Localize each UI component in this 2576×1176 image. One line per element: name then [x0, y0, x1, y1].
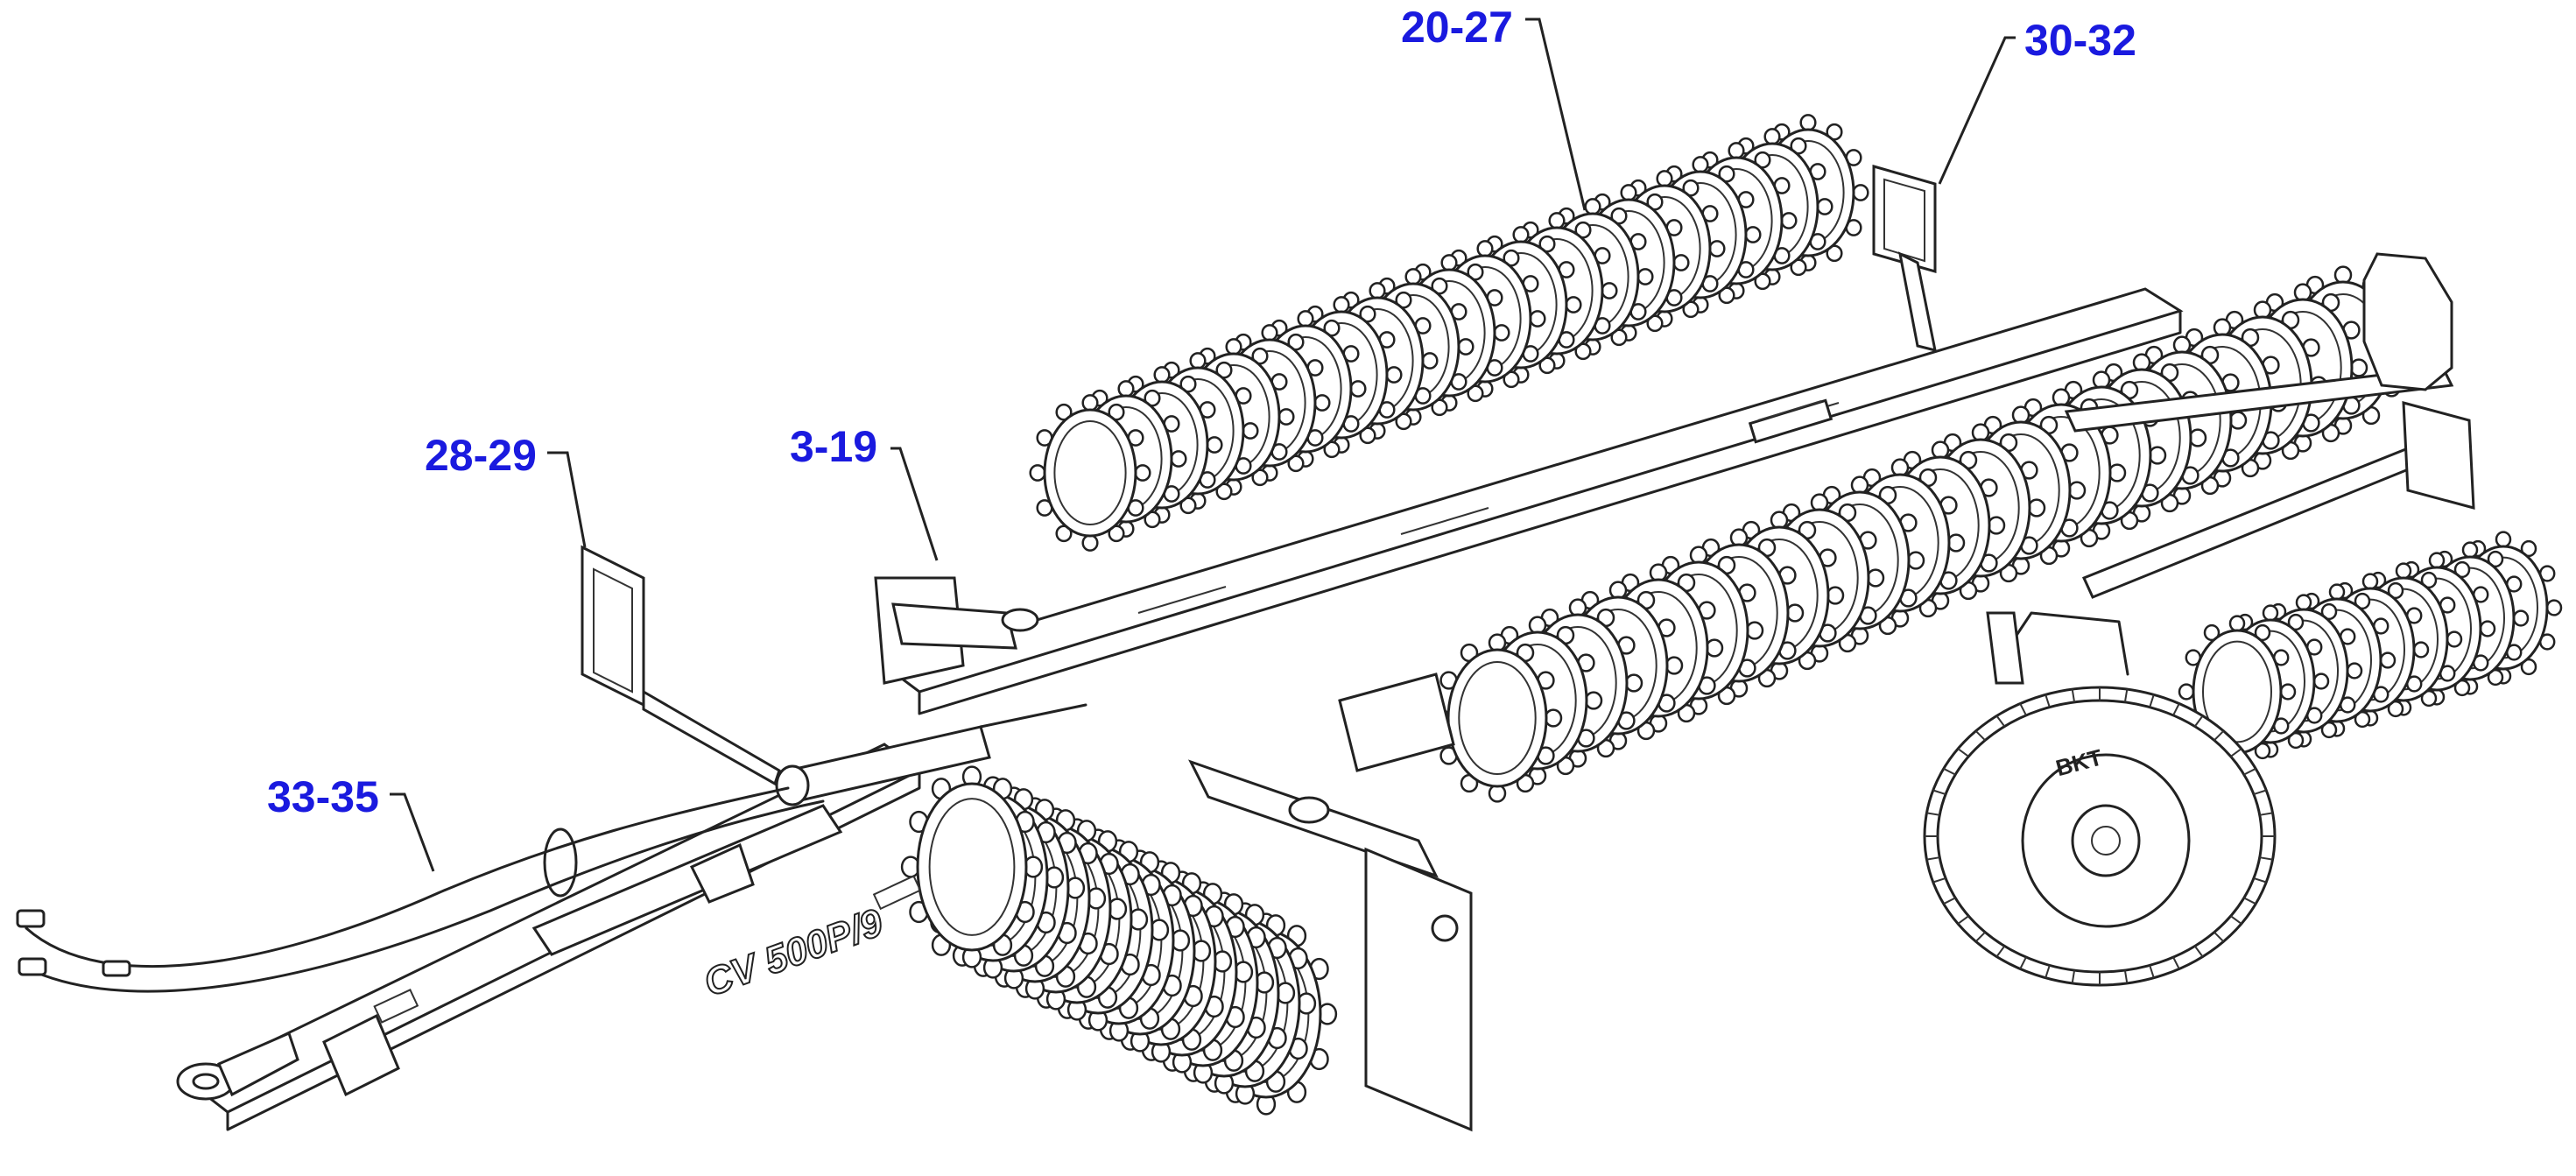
hydraulic-cylinder — [775, 703, 1087, 806]
callout-30-32: 30-32 — [2024, 16, 2136, 65]
tyre-lug — [2230, 748, 2242, 757]
leader-33-35 — [390, 792, 435, 872]
tyre-lug — [2172, 703, 2180, 716]
tyre-lug — [1957, 748, 1969, 757]
upper-rear-light-board — [1872, 165, 1937, 353]
rear-roller-assembly — [2178, 531, 2563, 769]
transport-wheel: BKT — [1923, 611, 2277, 987]
front-roller-assembly — [900, 765, 1338, 1116]
tyre-lug — [1932, 877, 1946, 884]
leader-30-32 — [1938, 36, 2016, 185]
roller-ring — [2178, 615, 2297, 769]
tyre-lug — [2214, 730, 2225, 742]
tyre-lug — [1974, 730, 1986, 742]
roller-ring — [1432, 633, 1563, 803]
tyre-lug — [1974, 931, 1986, 942]
tyre-lug — [1926, 812, 1940, 816]
leader-3-19 — [890, 447, 939, 561]
tyre-lug — [2149, 965, 2155, 979]
tyre-lug — [1932, 789, 1946, 796]
tyre-lug — [1995, 715, 2006, 728]
front-frame — [874, 576, 1473, 1132]
machine-drawing: BKT CV 500P/9 — [16, 114, 2563, 1132]
leader-20-27 — [1525, 18, 1587, 211]
tyre-lug — [2019, 956, 2027, 969]
tyre-lug — [2019, 703, 2027, 716]
tyre-lug — [2123, 688, 2129, 703]
tyre-lug — [2259, 812, 2273, 816]
callout-labels: 20-27 30-32 28-29 3-19 33-35 — [267, 3, 2136, 821]
callout-leaders — [390, 18, 2016, 872]
tyre-lug — [2253, 789, 2267, 796]
tyre-lug — [2149, 694, 2155, 708]
tyre-lug — [2193, 945, 2204, 958]
callout-28-29: 28-29 — [425, 431, 537, 480]
tyre-lug — [2243, 767, 2256, 776]
tyre-lug — [2071, 688, 2076, 703]
tyre-lug — [1995, 945, 2006, 958]
main-frame-beam — [881, 287, 2184, 715]
tyre-lug — [1943, 897, 1956, 905]
callout-3-19: 3-19 — [790, 422, 877, 471]
upper-roller-assembly — [1029, 114, 1869, 552]
tyre-lug — [2230, 915, 2242, 925]
tyre-lug — [2172, 956, 2180, 969]
callout-20-27: 20-27 — [1401, 3, 1513, 52]
leader-28-29 — [547, 451, 587, 548]
tyre-lug — [2243, 897, 2256, 905]
warning-sign — [2362, 252, 2475, 510]
hydraulic-hoses — [16, 786, 825, 993]
tyre-lug — [2045, 694, 2051, 708]
tyre-lug — [2071, 969, 2076, 984]
model-marking: CV 500P/9 — [699, 901, 889, 1005]
tyre-lug — [2123, 969, 2129, 984]
tyre-lug — [1957, 915, 1969, 925]
tyre-lug — [2259, 856, 2273, 861]
tyre-lug — [2193, 715, 2204, 728]
towing-eye — [176, 1031, 299, 1101]
tyre-lug — [2045, 965, 2051, 979]
callout-33-35: 33-35 — [267, 772, 379, 821]
left-light-board — [581, 545, 781, 786]
tyre-lug — [2214, 931, 2225, 942]
tyre-lug — [2253, 877, 2267, 884]
tyre-lug — [1943, 767, 1956, 776]
tyre-lug — [1926, 856, 1940, 861]
roller-ring — [900, 765, 1044, 968]
roller-ring — [1029, 394, 1151, 552]
